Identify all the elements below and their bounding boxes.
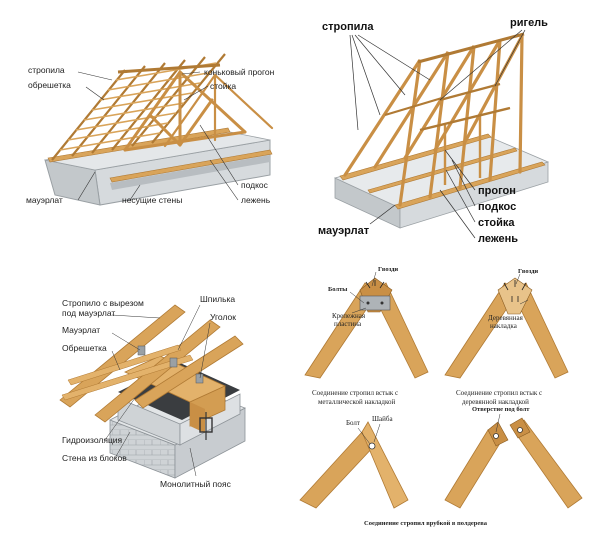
label-p1-strut: подкос <box>241 180 269 190</box>
label-p3-rafter-notch-line2: под мауэрлат <box>62 308 115 318</box>
label-p2-purlin: прогон <box>478 185 516 197</box>
label-p1-ridge-purlin: коньковый прогон <box>204 67 275 77</box>
label-p2-post: стойка <box>478 217 515 229</box>
label-p4-caption-bottom: Соединение стропил врубкой в полдерева <box>364 520 488 527</box>
label-p4-caption-left-line1: Соединение стропил встык с <box>312 389 398 397</box>
label-p2-mauerlat: мауэрлат <box>318 225 370 237</box>
label-p2-rafters: стропила <box>322 21 374 33</box>
label-p3-monolithic-belt: Монолитный пояс <box>160 479 232 489</box>
label-p2-sill: лежень <box>478 233 518 245</box>
panel-mauerlat-detail <box>59 304 246 479</box>
label-p4-wood-overlay-line1: Деревянная <box>488 314 524 322</box>
label-p3-stud: Шпилька <box>200 294 235 304</box>
label-p3-lathing: Обрешетка <box>62 343 107 353</box>
label-p4-caption-right-line1: Соединение стропил встык с <box>456 389 542 397</box>
label-p4-bolts: Болты <box>328 286 347 293</box>
label-p4-bolt: Болт <box>346 419 360 427</box>
label-p4-metal-plate-line1: Крепежная <box>332 312 366 320</box>
panel-rafter-frame <box>333 29 550 239</box>
label-p1-mauerlat: мауэрлат <box>26 195 63 205</box>
label-p1-lathing: обрешетка <box>28 80 71 90</box>
label-p4-bolt-hole: Отверстие под болт <box>472 406 530 413</box>
label-p3-waterproofing: Гидроизоляция <box>62 435 123 445</box>
label-p1-rafters: стропила <box>28 65 65 75</box>
label-p2-collar: ригель <box>510 17 548 29</box>
label-p3-rafter-notch-line1: Стропило с вырезом <box>62 298 144 308</box>
label-p3-block-wall: Стена из блоков <box>62 453 127 463</box>
panel-rafter-joints <box>299 271 583 509</box>
label-p1-post: стойка <box>210 81 236 91</box>
label-p4-metal-plate-line2: пластина <box>334 320 362 328</box>
label-p4-washer: Шайба <box>372 415 393 423</box>
label-p2-strut: подкос <box>478 201 516 213</box>
label-p1-bearing-walls: несущие стены <box>122 195 182 205</box>
label-p3-mauerlat: Мауэрлат <box>62 325 100 335</box>
label-p4-nails-left: Гвозди <box>378 266 398 273</box>
label-p3-angle: Уголок <box>210 312 236 322</box>
label-p4-caption-left-line2: металлической накладкой <box>318 398 395 406</box>
label-p4-caption-right-line2: деревянной накладкой <box>462 398 529 406</box>
label-p4-wood-overlay-line2: накладка <box>490 322 518 330</box>
panel-truss-house <box>44 53 274 206</box>
label-p4-nails-right: Гвозди <box>518 268 538 275</box>
label-p1-sill: лежень <box>241 195 271 205</box>
